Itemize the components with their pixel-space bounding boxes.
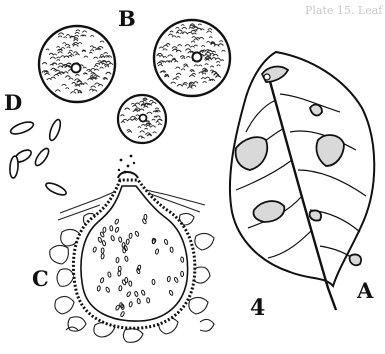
label-d: D: [4, 90, 22, 115]
label-a: A: [356, 278, 374, 303]
pycnidium-section: [50, 155, 214, 343]
spore: [44, 181, 67, 198]
conidium-small: [118, 95, 166, 143]
lesion: [350, 254, 361, 265]
spore: [9, 156, 19, 179]
conidium-large-right: [154, 20, 230, 96]
lesion: [310, 105, 322, 116]
emerging-spores: [118, 155, 135, 174]
header-bleed-text: Plate 15. Leaf Spot. Coarse.: [305, 4, 385, 17]
spore: [47, 118, 62, 141]
lesion: [310, 210, 321, 220]
spore: [33, 147, 51, 168]
infected-leaf: [230, 52, 374, 310]
figure-number: 4: [250, 295, 265, 321]
spore: [9, 120, 35, 137]
spores-d: [9, 118, 68, 197]
conidium-large-left: [39, 26, 115, 102]
label-c: C: [32, 266, 49, 291]
label-b: B: [118, 6, 136, 31]
